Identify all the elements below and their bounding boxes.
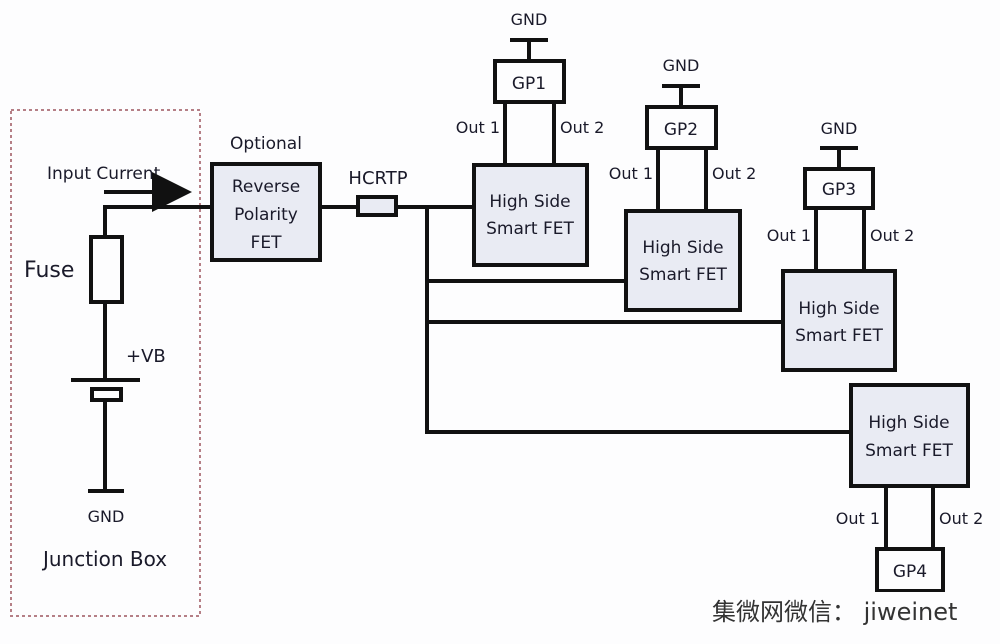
high-side-smart-fet-2 — [624, 209, 742, 312]
ch2-out2-label: Out 2 — [712, 164, 756, 183]
hss3-line2: Smart FET — [795, 326, 883, 346]
hss3-line1: High Side — [798, 299, 879, 319]
watermark-backdrop — [705, 592, 995, 632]
hss1-line2: Smart FET — [486, 219, 574, 239]
junction-box-title: Junction Box — [41, 547, 167, 571]
hcrtp-label: HCRTP — [348, 168, 407, 189]
hss4-line2: Smart FET — [865, 441, 953, 461]
gp3-load-block — [803, 167, 875, 210]
reverse-polarity-fet-block — [210, 162, 322, 262]
channel-4: High Side Smart FET Out 1 Out 2 GP4 — [836, 383, 983, 593]
gp4-load-block — [875, 547, 945, 593]
gp4-label: GP4 — [893, 562, 927, 582]
channel-1: GND GP1 Out 1 Out 2 High Side Smart FET — [456, 10, 604, 267]
input-wire — [103, 205, 215, 238]
ch2-out1-label: Out 1 — [609, 164, 653, 183]
input-current-label: Input Current — [47, 164, 161, 184]
watermark: 集微网微信： jiweinet — [712, 598, 957, 626]
gp1-ground-label: GND — [511, 10, 548, 29]
gp2-ground-label: GND — [663, 56, 700, 75]
gp2-label: GP2 — [664, 120, 698, 140]
gp1-label: GP1 — [512, 74, 546, 94]
hss1-line1: High Side — [489, 192, 570, 212]
ch1-out2-label: Out 2 — [560, 118, 604, 137]
high-side-smart-fet-1 — [472, 163, 589, 267]
gp3-ground-label: GND — [821, 119, 858, 138]
ch3-out1-label: Out 1 — [767, 226, 811, 245]
ch4-out2-label: Out 2 — [939, 509, 983, 528]
hss2-line2: Smart FET — [639, 265, 727, 285]
gp3-label: GP3 — [822, 180, 856, 200]
rpfet-line1: Reverse — [232, 177, 300, 197]
channel-3: GND GP3 Out 1 Out 2 High Side Smart FET — [767, 119, 914, 372]
hss4-line1: High Side — [868, 413, 949, 433]
ch3-out2-label: Out 2 — [870, 226, 914, 245]
rpfet-line3: FET — [251, 233, 283, 253]
channel-2: GND GP2 Out 1 Out 2 High Side Smart FET — [609, 56, 756, 312]
fuse-symbol — [89, 235, 124, 304]
junction-box-border — [10, 109, 201, 617]
hss2-line1: High Side — [642, 238, 723, 258]
battery-label: +VB — [126, 346, 166, 367]
fuse-label: Fuse — [24, 258, 74, 283]
optional-annotation: Optional — [230, 134, 302, 154]
gp1-load-block — [493, 59, 566, 104]
junction-ground-label: GND — [88, 507, 125, 526]
rpfet-line2: Polarity — [234, 205, 298, 225]
high-side-smart-fet-3 — [781, 269, 897, 372]
ch4-out1-label: Out 1 — [836, 509, 880, 528]
ch1-out1-label: Out 1 — [456, 118, 500, 137]
high-side-smart-fet-4 — [849, 383, 970, 488]
hcrtp-symbol — [356, 195, 398, 217]
gp2-load-block — [645, 105, 718, 150]
